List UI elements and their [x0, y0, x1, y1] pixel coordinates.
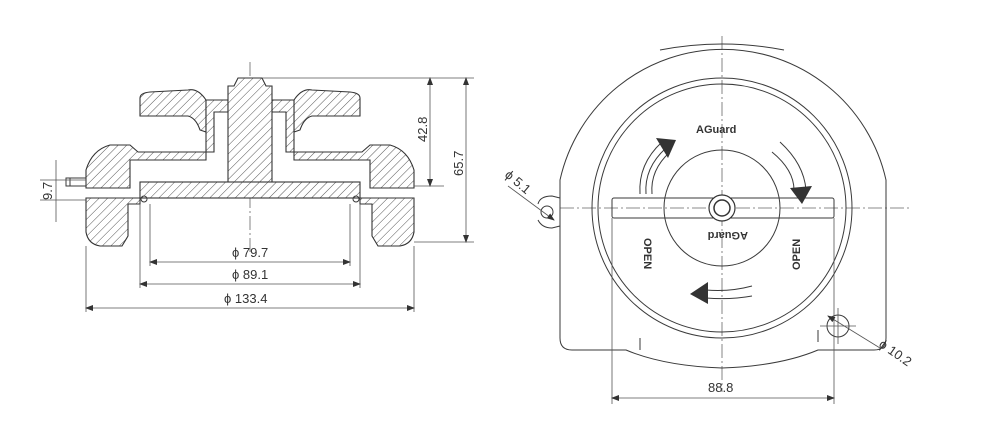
handle-wing-right: [293, 89, 361, 133]
body-ring-left: [85, 197, 141, 247]
leader-hole-large: [827, 315, 881, 349]
spindle: [227, 77, 273, 183]
handle-wing-left: [139, 89, 207, 133]
arrow-upper-left-head: [656, 138, 676, 158]
dim-text-133-4: ϕ 133.4: [224, 291, 267, 306]
dim-text-65-7: 65.7: [451, 151, 466, 176]
hole-small-lug: [537, 195, 561, 229]
housing-top-arc: [659, 43, 785, 51]
outer-ring: [591, 77, 853, 339]
knob-center-disc: [663, 149, 781, 267]
arrow-bottom-head: [690, 282, 708, 304]
open-right-label: OPEN: [791, 239, 803, 270]
ball-right: [352, 195, 360, 203]
body-ring-right: [359, 197, 415, 247]
arrow-upper-right-stroke: [771, 141, 807, 191]
dim-text-79-7: ϕ 79.7: [232, 245, 268, 260]
cap-shell: [85, 99, 229, 189]
cap-shell-right: [271, 99, 415, 189]
leader-hole-small: [507, 185, 555, 221]
dim-text-42-8: 42.8: [415, 117, 430, 142]
brand-top-label: AGuard: [696, 124, 736, 136]
plate: [139, 181, 361, 199]
center-screw-inner: [713, 199, 731, 217]
ball-left: [140, 195, 148, 203]
dim-text-89-1: ϕ 89.1: [232, 267, 268, 282]
arrow-bottom-stroke: [705, 285, 753, 300]
brand-bottom-label: AGuard: [708, 229, 748, 241]
arrow-upper-right-head: [790, 186, 812, 204]
dim-text-88-8: 88.8: [708, 380, 733, 395]
top-view: AGuard AGuard OPEN OPEN 88.8 ϕ 5.1 ϕ 10.…: [502, 36, 915, 404]
dim-text-hole-large: ϕ 10.2: [876, 336, 914, 369]
dim-text-hole-small: ϕ 5.1: [502, 167, 534, 197]
open-left-label: OPEN: [641, 238, 653, 269]
housing-outline: [559, 48, 887, 369]
arrow-upper-left: [645, 147, 667, 195]
section-view: ϕ 79.7 ϕ 89.1 ϕ 133.4 42.8 65.7 9.7: [40, 62, 474, 312]
inner-ring: [597, 83, 847, 333]
dim-text-9-7: 9.7: [40, 182, 55, 200]
pin: [65, 177, 87, 187]
